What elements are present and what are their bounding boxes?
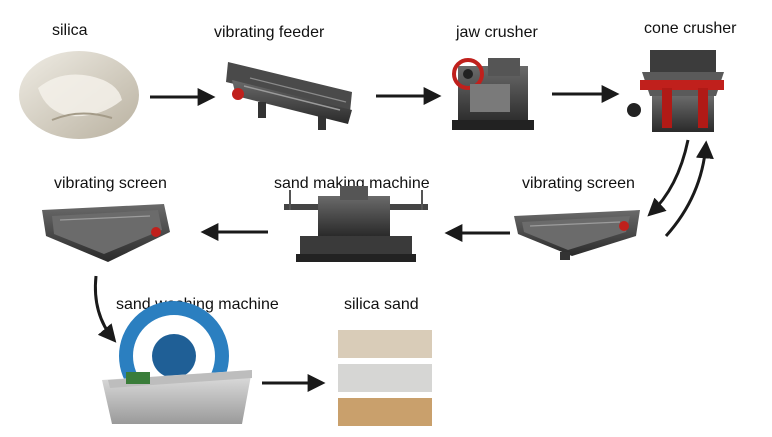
vibrating-screen-right-image	[514, 210, 640, 260]
vibrating-feeder-image	[226, 62, 352, 130]
sand-making-machine-image	[284, 186, 428, 262]
sand-sample-fine	[338, 330, 432, 358]
vibrating-screen-left-image	[42, 204, 170, 262]
arrow-screen-to-washer	[93, 275, 117, 343]
silica-sand-samples	[338, 330, 432, 426]
label-vibrating-screen-right: vibrating screen	[522, 175, 635, 192]
label-silica-sand: silica sand	[344, 296, 419, 313]
label-silica: silica	[52, 22, 88, 39]
flow-arrows	[93, 85, 714, 392]
label-vibrating-screen-left: vibrating screen	[54, 175, 167, 192]
arrow-cone-to-screen	[647, 139, 690, 217]
sand-washing-machine-image	[102, 301, 252, 424]
sand-sample-coarse	[338, 398, 432, 426]
cone-crusher-image	[627, 50, 724, 132]
arrow-screen-to-cone	[664, 140, 714, 238]
silica-rock-image	[19, 51, 139, 139]
label-vibrating-feeder: vibrating feeder	[214, 24, 325, 41]
label-cone-crusher: cone crusher	[644, 20, 737, 37]
label-jaw-crusher: jaw crusher	[456, 24, 538, 41]
sand-sample-white	[338, 364, 432, 392]
label-sand-making-machine: sand making machine	[274, 175, 430, 192]
jaw-crusher-image	[452, 58, 534, 130]
